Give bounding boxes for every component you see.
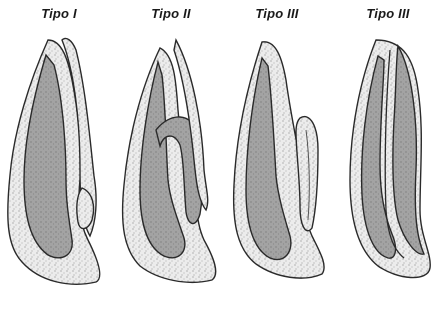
tooth-tipo-3b [350,40,430,278]
tooth-tipo-1 [8,38,100,284]
tooth-tipo-3a [234,42,324,278]
tooth-tipo-2 [123,40,216,282]
